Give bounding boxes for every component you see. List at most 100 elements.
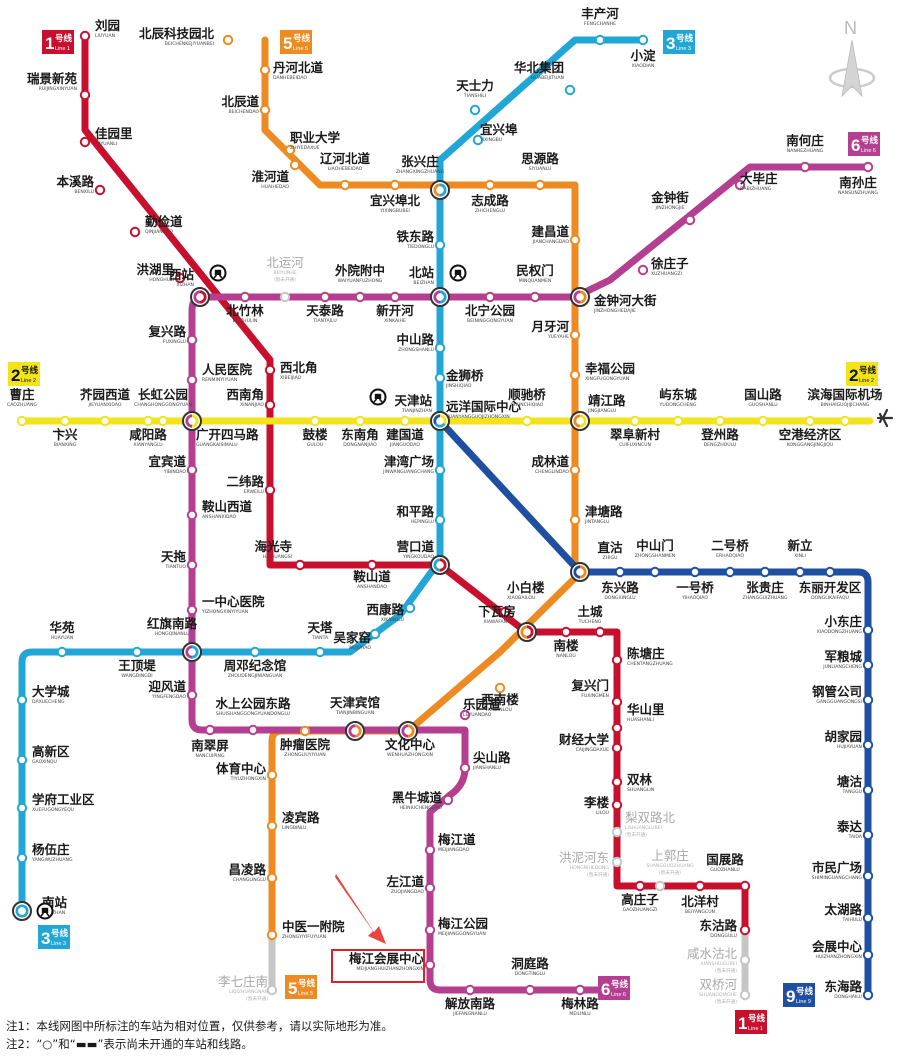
station-dot-jinzhongjie[interactable] (684, 214, 696, 226)
interchange-hongqinanlu[interactable] (182, 642, 202, 662)
station-dot-dabizhuang[interactable] (734, 179, 746, 191)
station-dot-ruijingxinyuan[interactable] (79, 89, 91, 101)
interchange-jingjianglu[interactable] (570, 411, 590, 431)
station-dot-changlinglu[interactable] (266, 872, 278, 884)
station-dot-dengzhoulu[interactable] (714, 415, 726, 427)
station-dot-wangdingdi[interactable] (131, 646, 143, 658)
station-dot-donglikaifaqu[interactable] (824, 566, 836, 578)
station-dot-donggulu[interactable] (739, 924, 751, 936)
station-dot-huabeijituan[interactable] (564, 84, 576, 96)
station-dot-yueyahe[interactable] (569, 329, 581, 341)
station-dot-xinli[interactable] (794, 566, 806, 578)
station-dot-xuefugongyequ[interactable] (16, 802, 28, 814)
station-dot-guoshanlu[interactable] (757, 415, 769, 427)
station-dot-guozhanlu[interactable] (739, 880, 751, 892)
station-dot-fuxingmen[interactable] (611, 696, 623, 708)
station-dot-meijianggongyuan[interactable] (424, 924, 436, 936)
station-dot-yudongcheng[interactable] (672, 415, 684, 427)
station-dot-meilinlu[interactable] (574, 984, 586, 996)
station-dot-leyuandao[interactable] (459, 709, 471, 721)
station-dot-chenglindao[interactable] (569, 464, 581, 476)
station-dot-huayuan[interactable] (56, 646, 68, 658)
station-dot-erweilu[interactable] (264, 484, 276, 496)
station-dot-xikanglu[interactable] (404, 602, 416, 614)
station-dot-beichendao[interactable] (259, 104, 271, 116)
station-dot-minquanmen[interactable] (529, 291, 541, 303)
station-dot-xuzhuangzi[interactable] (637, 264, 649, 276)
station-dot-liqizhuangnan[interactable] (266, 984, 278, 996)
station-dot-shuanglin[interactable] (611, 776, 623, 788)
interchange-zhigu[interactable] (570, 562, 590, 582)
station-dot-tanggu[interactable] (862, 784, 874, 796)
station-dot-zhongshanmen[interactable] (649, 566, 661, 578)
station-dot-yingfengdao[interactable] (186, 689, 198, 701)
station-dot-wujiayao[interactable] (369, 628, 381, 640)
station-dot-meijiangdao[interactable] (424, 844, 436, 856)
interchange-xizhan[interactable] (190, 287, 210, 307)
station-dot-yibindao[interactable] (186, 464, 198, 476)
station-dot-danhebeidao[interactable] (259, 64, 271, 76)
station-dot-shuishanggongyuandonglu[interactable] (247, 724, 259, 736)
station-dot-gaozhuangzi[interactable] (634, 880, 646, 892)
station-dot-xingfugongyuan[interactable] (569, 369, 581, 381)
station-dot-jinshiqiao[interactable] (434, 372, 446, 384)
station-dot-huaihedao[interactable] (289, 159, 301, 171)
station-dot-lingbinlu[interactable] (266, 820, 278, 832)
station-dot-beizhulin[interactable] (239, 291, 251, 303)
station-dot-caozhuang[interactable] (16, 415, 28, 427)
station-dot-changhonggongyuan[interactable] (157, 415, 169, 427)
station-dot-cuifuxincun[interactable] (629, 415, 641, 427)
station-dot-fuxinglu[interactable] (186, 334, 198, 346)
interchange-yingkoudao[interactable] (430, 555, 450, 575)
station-dot-zhichenglu[interactable] (484, 179, 496, 191)
station-dot-yixingbubei[interactable] (389, 179, 401, 191)
station-dot-zhiyedaxue[interactable] (284, 144, 296, 156)
station-dot-shuangqiaohe[interactable] (739, 989, 751, 1001)
interchange-nanzhan[interactable] (12, 901, 32, 921)
station-dot-taihulu[interactable] (862, 912, 874, 924)
interchange-guangkaisimalu[interactable] (182, 411, 202, 431)
station-dot-xiaodian[interactable] (637, 34, 649, 46)
station-dot-jianchangdao[interactable] (569, 234, 581, 246)
station-dot-renminyiyuan[interactable] (186, 374, 198, 386)
station-dot-yizhongxinyiyuan[interactable] (186, 604, 198, 616)
station-dot-donghailu[interactable] (862, 989, 874, 1001)
station-dot-nancuiping[interactable] (204, 724, 216, 736)
station-dot-lishuanglubei[interactable] (611, 826, 623, 838)
station-dot-haiguangsi[interactable] (294, 559, 306, 571)
interchange-tianjinzhan[interactable] (430, 411, 450, 431)
station-dot-nanlou[interactable] (560, 626, 572, 638)
station-dot-xiaodongzhuang[interactable] (862, 624, 874, 636)
station-dot-xinkaihe[interactable] (389, 291, 401, 303)
station-dot-zhongshanlu[interactable] (434, 342, 446, 354)
station-dot-shangguozhuang[interactable] (654, 880, 666, 892)
station-dot-shunchiqiao[interactable] (521, 415, 533, 427)
station-dot-anshandao[interactable] (366, 559, 378, 571)
station-dot-dongnanjiao[interactable] (354, 415, 366, 427)
station-dot-yixingbu[interactable] (472, 134, 484, 146)
station-dot-beiyangcun[interactable] (694, 880, 706, 892)
station-dot-lilou[interactable] (611, 799, 623, 811)
station-dot-heiniuchengdao[interactable] (442, 794, 454, 806)
station-dot-honghuli[interactable] (174, 272, 186, 284)
station-dot-huizhanzhongxin[interactable] (862, 949, 874, 961)
station-dot-shiminguangchang[interactable] (862, 870, 874, 882)
station-dot-huashanli[interactable] (611, 722, 623, 734)
station-dot-liaohebeidao[interactable] (339, 179, 351, 191)
station-dot-dongtinglu[interactable] (524, 984, 536, 996)
station-dot-zhongliuyiyuan[interactable] (299, 725, 311, 737)
station-dot-chentangzhuang[interactable] (611, 654, 623, 666)
station-dot-gangguangongsi[interactable] (862, 694, 874, 706)
station-dot-beininggongyuan[interactable] (484, 291, 496, 303)
station-dot-hongnihedong[interactable] (611, 856, 623, 868)
station-dot-jianshanlu[interactable] (459, 762, 471, 774)
station-dot-hujiayuan[interactable] (862, 739, 874, 751)
station-dot-daxuecheng[interactable] (16, 694, 28, 706)
station-dot-jiefangnanlu[interactable] (464, 984, 476, 996)
station-dot-tucheng[interactable] (594, 626, 606, 638)
station-dot-zhoudengjinianguan[interactable] (249, 646, 261, 658)
station-dot-dongxinglu[interactable] (614, 566, 626, 578)
station-dot-qinjiandao[interactable] (129, 226, 141, 238)
station-dot-benxilu[interactable] (94, 184, 106, 196)
station-dot-tianta[interactable] (314, 646, 326, 658)
